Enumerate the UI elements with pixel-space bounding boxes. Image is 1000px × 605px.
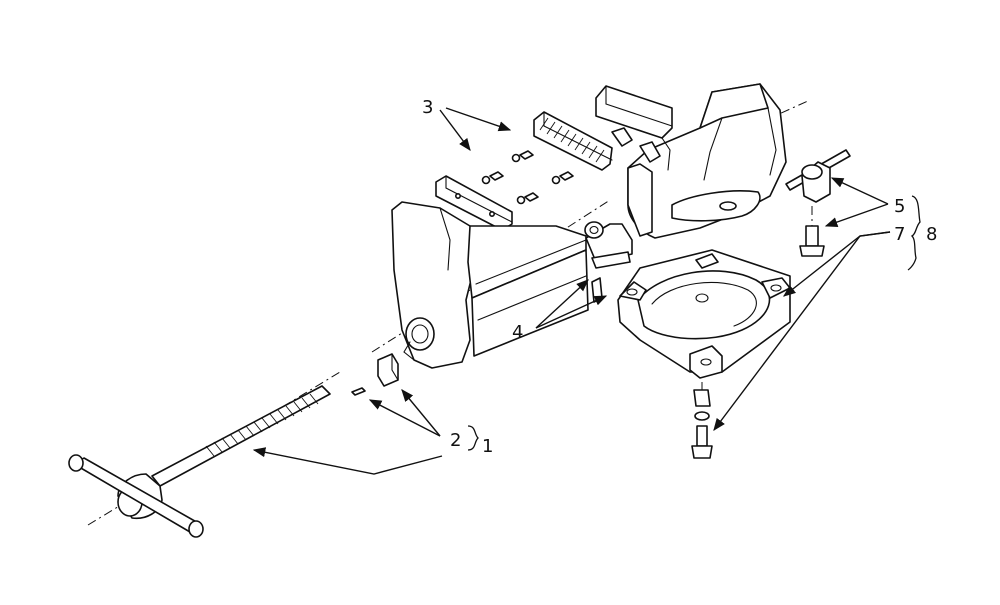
brace-5-7-8 bbox=[907, 195, 921, 271]
jaw-plate-front bbox=[435, 175, 513, 231]
callout-5: 5 bbox=[894, 196, 905, 217]
callout-8: 8 bbox=[926, 224, 937, 245]
callout-1: 1 bbox=[482, 436, 493, 457]
brace-2-1 bbox=[467, 425, 479, 451]
jaw-nut bbox=[351, 353, 399, 396]
clamp-handle bbox=[785, 149, 851, 257]
rear-jaw-body bbox=[595, 83, 787, 239]
callout-7: 7 bbox=[894, 224, 905, 245]
swivel-base bbox=[617, 249, 791, 379]
spindle-nut-assembly bbox=[584, 221, 633, 303]
callout-2: 2 bbox=[450, 430, 461, 451]
leader-lines bbox=[252, 107, 891, 475]
main-screw-and-handle bbox=[68, 385, 331, 538]
callout-4: 4 bbox=[512, 322, 523, 343]
front-movable-jaw bbox=[391, 201, 589, 369]
base-bolt-set bbox=[691, 382, 713, 459]
callout-3: 3 bbox=[422, 97, 433, 118]
jaw-screws bbox=[481, 150, 574, 205]
serrated-jaw-insert-upper bbox=[533, 111, 613, 171]
